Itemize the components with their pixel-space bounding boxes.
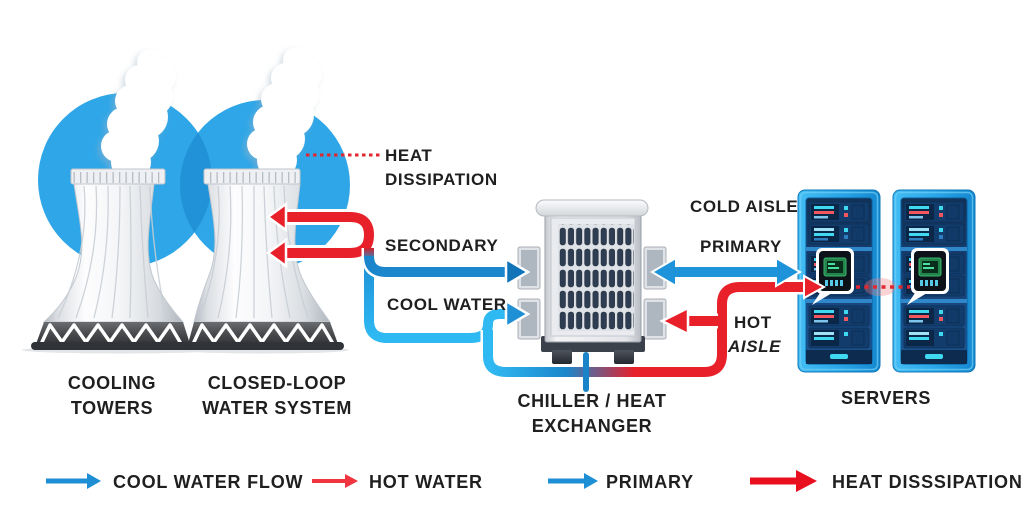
chiller-center-tick [583, 352, 589, 392]
legend-label-hot-water: HOT WATER [369, 472, 483, 492]
label-cold-aisle: COLD AISLE [690, 197, 798, 216]
legend-label-primary: PRIMARY [606, 472, 694, 492]
cooling-tower-left [31, 168, 197, 350]
server-rack-2 [892, 189, 976, 373]
arrowhead [265, 237, 288, 269]
chiller-heat-exchanger [517, 199, 667, 364]
chiller-top-cap [535, 199, 649, 217]
label-closed-loop-line1: CLOSED-LOOP [208, 373, 347, 393]
label-cool-water: COOL WATER [387, 295, 507, 314]
steam-plume-right [247, 47, 322, 180]
arrowhead [504, 298, 531, 330]
arrowhead [504, 256, 531, 288]
label-closed-loop-line2: WATER SYSTEM [202, 398, 352, 418]
secondary-pipe [361, 255, 531, 288]
bottom-transfer-pipe [480, 330, 650, 380]
legend-arrow-heat-dissipation [750, 470, 817, 492]
label-primary: PRIMARY [700, 237, 782, 256]
arrowhead [659, 305, 690, 337]
label-heat-dissipation-line1: HEAT [385, 146, 432, 165]
label-chiller-line1: CHILLER / HEAT [517, 391, 666, 411]
tower-base [31, 322, 197, 350]
label-servers: SERVERS [841, 388, 931, 408]
tower-return-connector [361, 248, 388, 346]
chiller-foot-left [552, 350, 572, 364]
label-secondary: SECONDARY [385, 236, 498, 255]
primary-flow-arrow [650, 256, 802, 288]
cool-water-pipe [384, 298, 531, 346]
arrowhead [803, 274, 827, 300]
heat-to-tower-pipe [265, 201, 377, 269]
hot-aisle-pipe [648, 274, 827, 380]
legend-label-heat-dissipation: HEAT DISSSIPATION [832, 472, 1023, 492]
legend: COOL WATER FLOW HOT WATER PRIMARY HEAT D… [46, 470, 1023, 492]
legend-arrow-primary [548, 473, 598, 489]
label-hot: HOT [734, 313, 772, 332]
label-heat-dissipation-line2: DISSIPATION [385, 170, 498, 189]
legend-arrow-hot-water [312, 474, 358, 488]
label-chiller-line2: EXCHANGER [532, 416, 652, 436]
legend-label-cool-water-flow: COOL WATER FLOW [113, 472, 303, 492]
arrowhead [265, 201, 288, 233]
label-aisle: AISLE [727, 337, 781, 356]
legend-arrow-cool-water-flow [46, 473, 101, 489]
label-cooling-towers-line2: TOWERS [71, 398, 153, 418]
tower-base [186, 322, 344, 350]
chiller-foot-right [614, 350, 634, 364]
tower-ridges [57, 185, 167, 319]
label-cooling-towers-line1: COOLING [68, 373, 156, 393]
heat-glow [864, 278, 896, 296]
